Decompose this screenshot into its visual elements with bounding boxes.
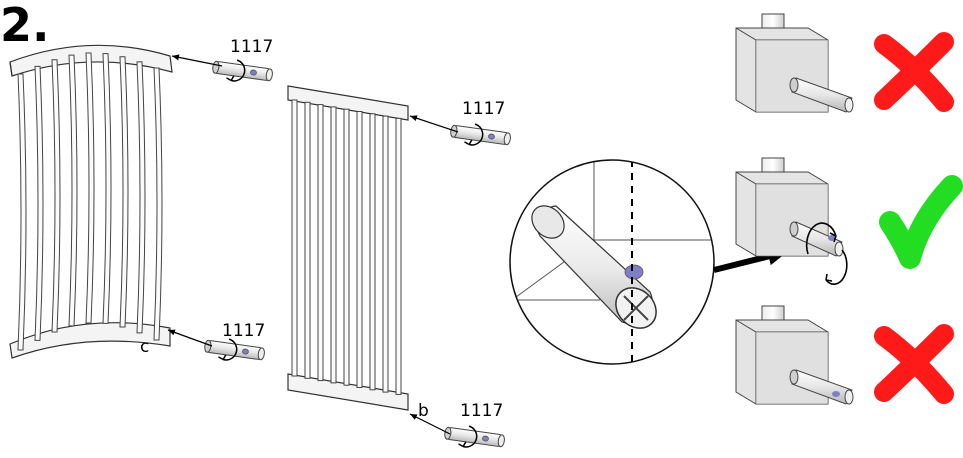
socket-example-middle [735,157,844,257]
part-code-bottom-left: 1117 [222,321,265,341]
dowel-pin-bottom-right [442,422,507,453]
gate-bar [51,59,61,333]
rotation-arrows-icon [805,222,848,285]
gate-bar [102,53,112,324]
gate-bar [291,99,298,377]
socket-example-bottom [735,305,854,405]
part-code-top-left: 1117 [230,37,273,57]
part-code-top-right: 1117 [462,99,505,119]
step-number: 2. [0,0,50,52]
dowel-pin-top-right [448,120,513,151]
gate-bar [382,115,389,393]
gate-bar [369,113,376,391]
part-code-bottom-right: 1117 [460,401,503,421]
leader-arrows [167,54,459,435]
gate-bar [68,54,78,327]
gate-bar [330,106,337,384]
detail-magnifier [509,159,715,365]
dowel-pin-top-left [210,56,275,87]
dowel-alignment-mark [624,264,644,280]
gate-bar [356,111,363,388]
cross-mark-icon [874,32,954,112]
straight-gate-panel [287,85,409,411]
gate-bar [304,101,311,379]
check-mark-icon [879,175,963,269]
curved-gate-panel [9,44,173,359]
gate-bar [17,73,27,351]
gate-bar [136,61,146,334]
gate-bar [395,117,402,395]
label-c: c [140,337,149,357]
gate-bar [34,65,44,341]
socket-example-top [735,13,854,113]
gate-bar [153,67,163,341]
label-b: b [418,401,429,421]
gate-bar [343,108,350,386]
cross-mark-icon [874,324,954,404]
gate-bar [119,56,129,328]
gate-bar [317,104,324,382]
gate-bar [85,52,95,324]
